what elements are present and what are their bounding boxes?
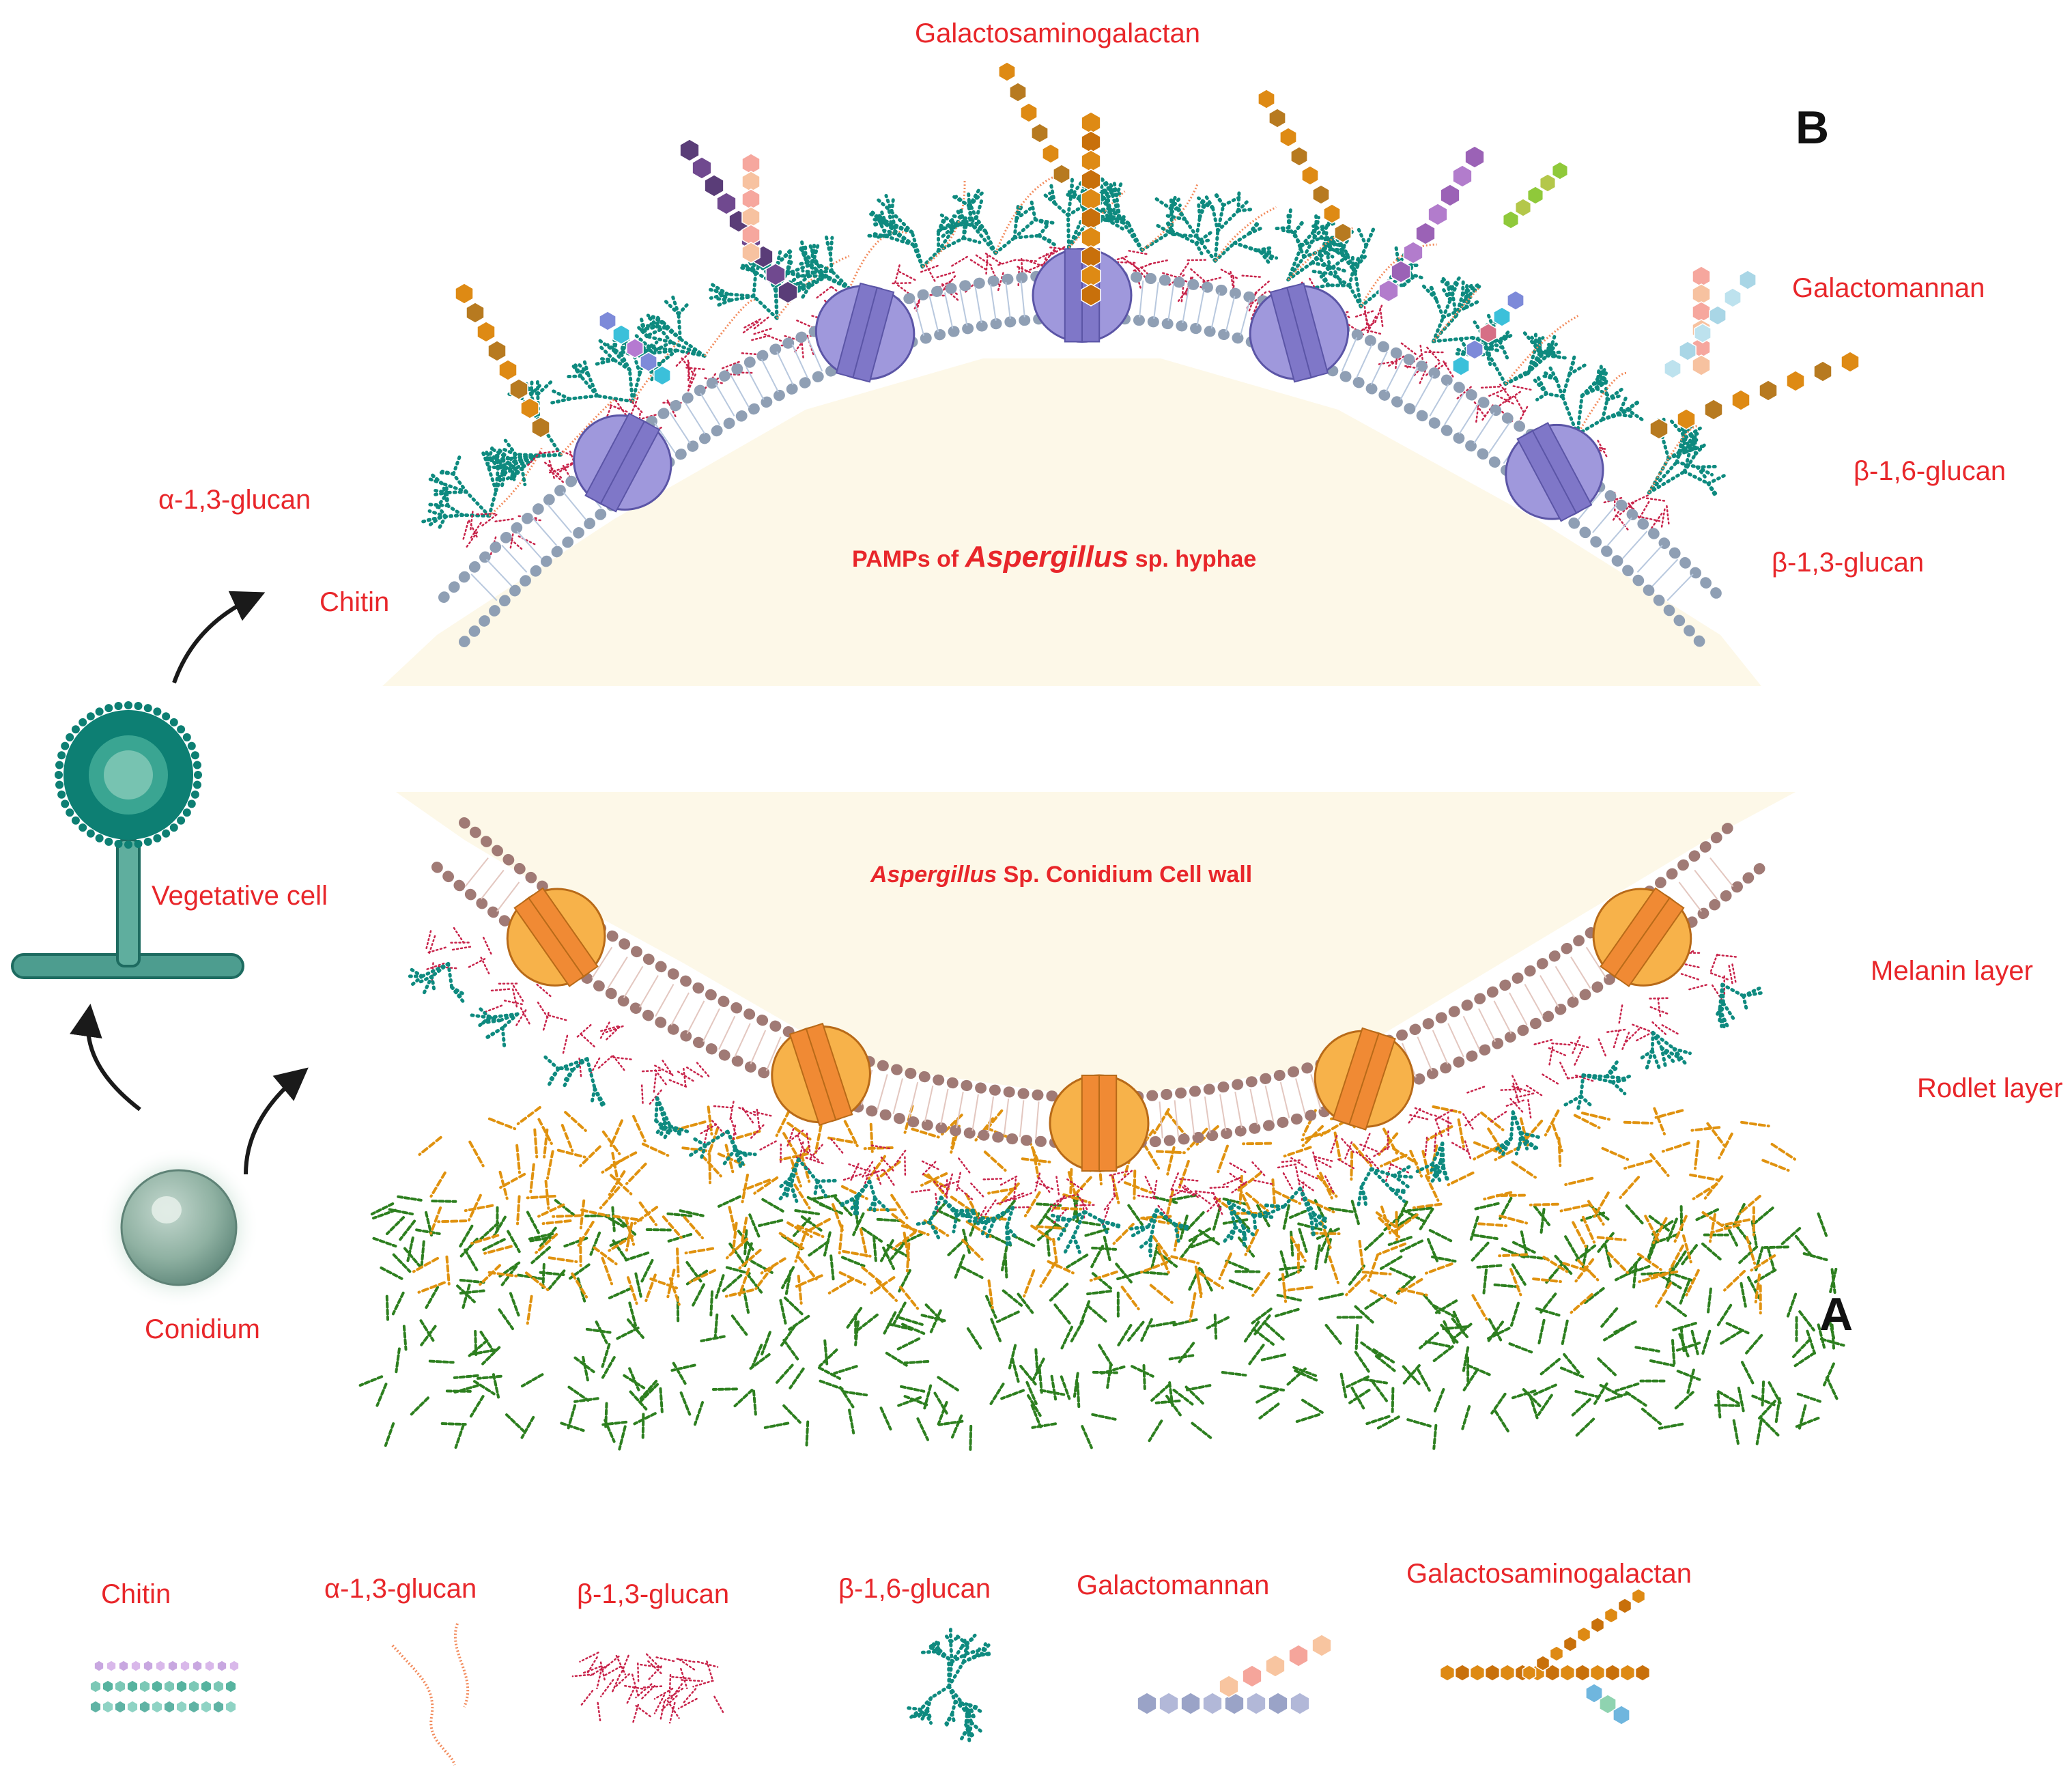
hyphae-title: PAMPs of Aspergillus sp. hyphae [852, 540, 1256, 574]
vegetative-cell-icon [11, 701, 244, 979]
hyphae-membrane-proteins [573, 248, 1604, 522]
hyphae-title-suffix: sp. hyphae [1129, 546, 1256, 572]
panel-a-letter: A [1819, 1288, 1853, 1340]
galactomannan-icon [1137, 1634, 1332, 1715]
label-galactomannan-b: Galactomannan [1792, 273, 1985, 303]
legend-label-galactomannan: Galactomannan [1077, 1570, 1269, 1600]
label-vegetative-cell: Vegetative cell [152, 881, 328, 911]
legend-label-galactosaminogalactan: Galactosaminogalactan [1406, 1559, 1692, 1589]
conidium-membrane-proteins [506, 887, 1692, 1172]
arrow-conidium-to-vegetative [70, 1004, 141, 1112]
legend-label-beta-13-glucan: β-1,3-glucan [577, 1579, 729, 1609]
label-melanin-layer: Melanin layer [1871, 956, 2033, 986]
legend-label-alpha-13-glucan: α-1,3-glucan [324, 1574, 477, 1604]
beta-13-glucan-icon [571, 1652, 726, 1726]
panel-a: A Aspergillus Sp. Conidium Cell wall Mel… [358, 792, 2062, 1451]
label-chitin-b: Chitin [320, 587, 389, 617]
label-b16-glucan-b: β-1,6-glucan [1854, 456, 2006, 486]
panel-b-letter: B [1796, 102, 1829, 154]
panel-b: B PAMPs of Aspergillus sp. hyphae Galact… [158, 18, 2006, 686]
conidium-cell-wall [358, 927, 1845, 1451]
label-rodlet-layer: Rodlet layer [1917, 1073, 2062, 1103]
conidium-cytoplasm [396, 792, 1796, 1099]
conidium-title-genus: Aspergillus [870, 862, 997, 888]
alpha-13-glucan-icon [391, 1623, 470, 1766]
chitin-icon [89, 1660, 240, 1714]
arrow-vegetative-to-hyphae [172, 591, 266, 683]
legend: Chitin α-1,3-glucan β-1,3-glucan β-1,6-g… [89, 1559, 1692, 1766]
hyphae-title-genus: Aspergillus [965, 540, 1129, 574]
conidium-title: Aspergillus Sp. Conidium Cell wall [870, 862, 1252, 888]
hyphae-cytoplasm [382, 358, 1761, 686]
beta-16-glucan-icon [906, 1628, 993, 1742]
label-galactosaminogalactan-b: Galactosaminogalactan [915, 18, 1200, 48]
lifecycle: Vegetative cell Conidium [11, 591, 328, 1344]
label-conidium: Conidium [145, 1314, 260, 1344]
label-a13-glucan-b: α-1,3-glucan [158, 485, 311, 515]
galactosaminogalactan-icon [1439, 1588, 1651, 1725]
hyphae-gag-chains [455, 61, 1860, 440]
label-b13-glucan-b: β-1,3-glucan [1772, 548, 1924, 578]
legend-label-beta-16-glucan: β-1,6-glucan [838, 1574, 991, 1604]
conidium-icon [98, 1147, 259, 1308]
hyphae-title-prefix: PAMPs of [852, 546, 965, 572]
arrow-conidium-to-cellwall [244, 1067, 309, 1175]
conidium-title-suffix: Sp. Conidium Cell wall [997, 862, 1252, 888]
legend-label-chitin: Chitin [101, 1579, 171, 1609]
